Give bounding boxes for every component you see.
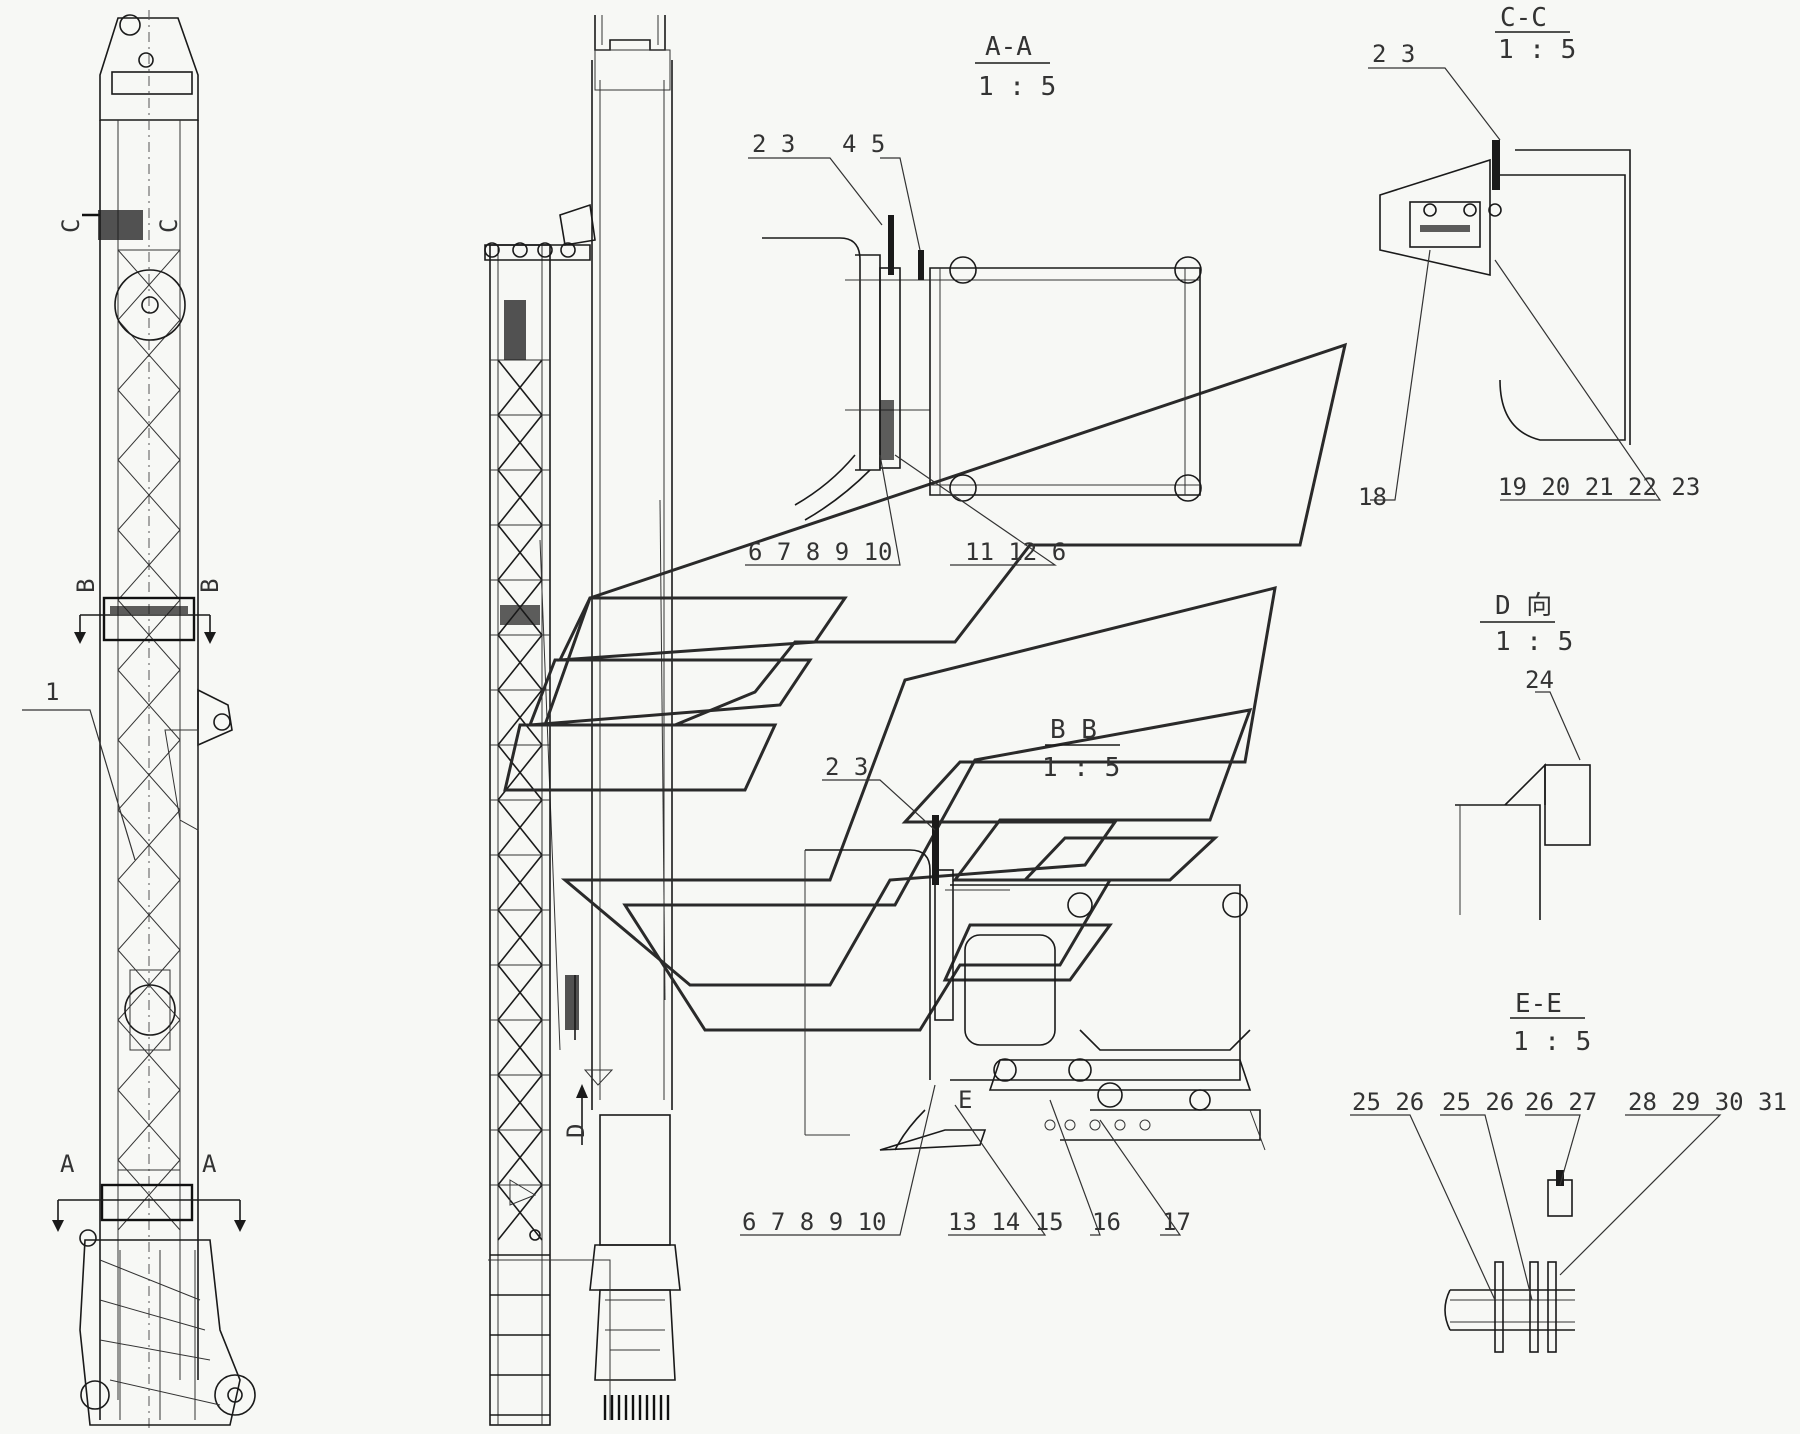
cc-title: C-C bbox=[1500, 3, 1547, 33]
callout-aa-bottom-left: 6 7 8 9 10 bbox=[748, 538, 893, 566]
callout-cc-left: 18 bbox=[1358, 483, 1387, 511]
ee-scale: 1 : 5 bbox=[1513, 1027, 1591, 1057]
watermark-logo bbox=[503, 342, 1348, 1032]
cc-scale: 1 : 5 bbox=[1498, 35, 1576, 65]
callout-bb-b3: 16 bbox=[1092, 1208, 1121, 1236]
callout-ee-2: 25 26 bbox=[1442, 1088, 1514, 1116]
callout-bb-top: 2 3 bbox=[825, 753, 868, 781]
dview-title: D 向 bbox=[1495, 591, 1552, 621]
mark-b-left: B bbox=[72, 579, 100, 593]
mark-a-left: A bbox=[60, 1150, 75, 1178]
mark-b-right: B bbox=[196, 579, 224, 593]
boom-front-view bbox=[22, 10, 256, 1430]
dview-scale: 1 : 5 bbox=[1495, 627, 1573, 657]
callout-bb-b2: 13 14 15 bbox=[948, 1208, 1064, 1236]
mark-c-left: C bbox=[57, 219, 85, 233]
section-bb bbox=[740, 744, 1266, 1236]
section-cc bbox=[1368, 31, 1662, 501]
section-ee bbox=[1350, 1017, 1722, 1353]
aa-scale: 1 : 5 bbox=[978, 72, 1056, 102]
callout-cc-top: 2 3 bbox=[1372, 40, 1415, 68]
bb-title: B B bbox=[1050, 715, 1097, 745]
callout-bb-b1: 6 7 8 9 10 bbox=[742, 1208, 887, 1236]
bb-scale: 1 : 5 bbox=[1042, 753, 1120, 783]
callout-ee-1: 25 26 bbox=[1352, 1088, 1424, 1116]
section-aa bbox=[745, 62, 1202, 566]
callout-aa-top-right: 4 5 bbox=[842, 130, 885, 158]
callout-aa-top-left: 2 3 bbox=[752, 130, 795, 158]
section-marks: A A B B C C D E bbox=[57, 219, 972, 1178]
callout-bb-b4: 17 bbox=[1162, 1208, 1191, 1236]
view-d bbox=[1455, 621, 1591, 920]
part-callouts: 1 2 3 4 5 6 7 8 9 10 11 12 6 2 3 18 19 2… bbox=[45, 40, 1787, 1236]
mark-d: D bbox=[562, 1124, 590, 1138]
callout-1: 1 bbox=[45, 678, 59, 706]
callout-ee-4: 28 29 30 31 bbox=[1628, 1088, 1787, 1116]
aa-title: A-A bbox=[985, 32, 1032, 62]
callout-cc-right: 19 20 21 22 23 bbox=[1498, 473, 1700, 501]
callout-ee-3: 26 27 bbox=[1525, 1088, 1597, 1116]
boom-side-view bbox=[484, 15, 681, 1426]
mark-a-right: A bbox=[202, 1150, 217, 1178]
callout-aa-bottom-right: 11 12 6 bbox=[965, 538, 1066, 566]
mark-c-right: C bbox=[155, 219, 183, 233]
callout-d-part: 24 bbox=[1525, 666, 1554, 694]
ee-title: E-E bbox=[1515, 989, 1562, 1019]
mark-e: E bbox=[958, 1086, 972, 1114]
view-titles: A-A 1 : 5 C-C 1 : 5 D 向 1 : 5 B B 1 : 5 … bbox=[978, 3, 1591, 1057]
